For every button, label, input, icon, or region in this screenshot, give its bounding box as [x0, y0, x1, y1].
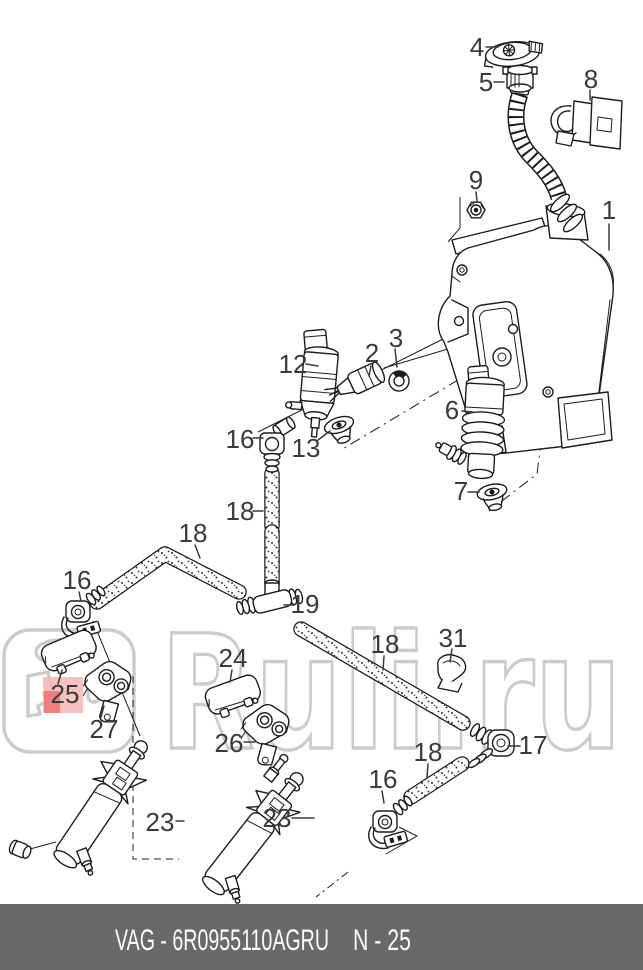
part-label-3: 3: [389, 323, 403, 353]
nozzle-rod: [263, 753, 289, 783]
elbow-connector-bottom: [368, 794, 415, 850]
holder-bracket: [550, 96, 623, 150]
part-label-1: 1: [602, 195, 616, 225]
part-label-23b: 23: [263, 803, 292, 833]
t-connector: [235, 579, 304, 616]
highlight-box: [43, 677, 83, 713]
footer-part-code: VAG - 6R0955110AGRU: [115, 924, 329, 957]
part-label-18c: 18: [371, 629, 400, 659]
headlamp-washer-pump: [435, 364, 506, 480]
washer-hoses: [89, 466, 471, 805]
part-label-31: 31: [439, 623, 468, 653]
part-label-18a: 18: [226, 496, 255, 526]
nozzle-tip: [8, 839, 32, 860]
part-label-17: 17: [519, 730, 548, 760]
part-label-26: 26: [215, 728, 244, 758]
filler-cap: [483, 40, 544, 68]
grommet-7: [475, 480, 512, 514]
clip: [437, 654, 467, 693]
part-label-27: 27: [90, 714, 119, 744]
part-label-12: 12: [279, 349, 308, 379]
part-label-6: 6: [445, 395, 459, 425]
footer-page-number: N - 25: [353, 924, 411, 957]
part-label-5: 5: [479, 67, 493, 97]
part-label-23a: 23: [146, 807, 175, 837]
part-label-4: 4: [470, 32, 484, 62]
part-label-2: 2: [365, 338, 379, 368]
elbow-connector-right: [467, 723, 515, 769]
seal-ring: [388, 370, 410, 392]
nut: [466, 201, 486, 219]
footer-bar: VAG - 6R0955110AGRU N - 25: [0, 904, 643, 970]
level-sensor: [324, 361, 386, 403]
part-label-25: 25: [51, 679, 80, 709]
leader-lines: [57, 46, 610, 822]
part-label-18d: 18: [414, 737, 443, 767]
part-label-19: 19: [291, 589, 320, 619]
part-label-16c: 16: [369, 764, 398, 794]
part-label-18b: 18: [179, 518, 208, 548]
part-label-9: 9: [469, 165, 483, 195]
strainer: [502, 64, 538, 93]
part-label-16a: 16: [226, 424, 255, 454]
part-label-13: 13: [292, 433, 321, 463]
part-labels: 4 5 8 9 1 12 2 3 16 13 6 7 18 18 16 19 1…: [51, 32, 617, 837]
part-label-7: 7: [454, 476, 468, 506]
part-label-24: 24: [219, 643, 248, 673]
part-label-16b: 16: [63, 565, 92, 595]
filler-hose: [507, 75, 584, 233]
part-label-8: 8: [584, 64, 598, 94]
elbow-connector-top: [259, 416, 296, 473]
